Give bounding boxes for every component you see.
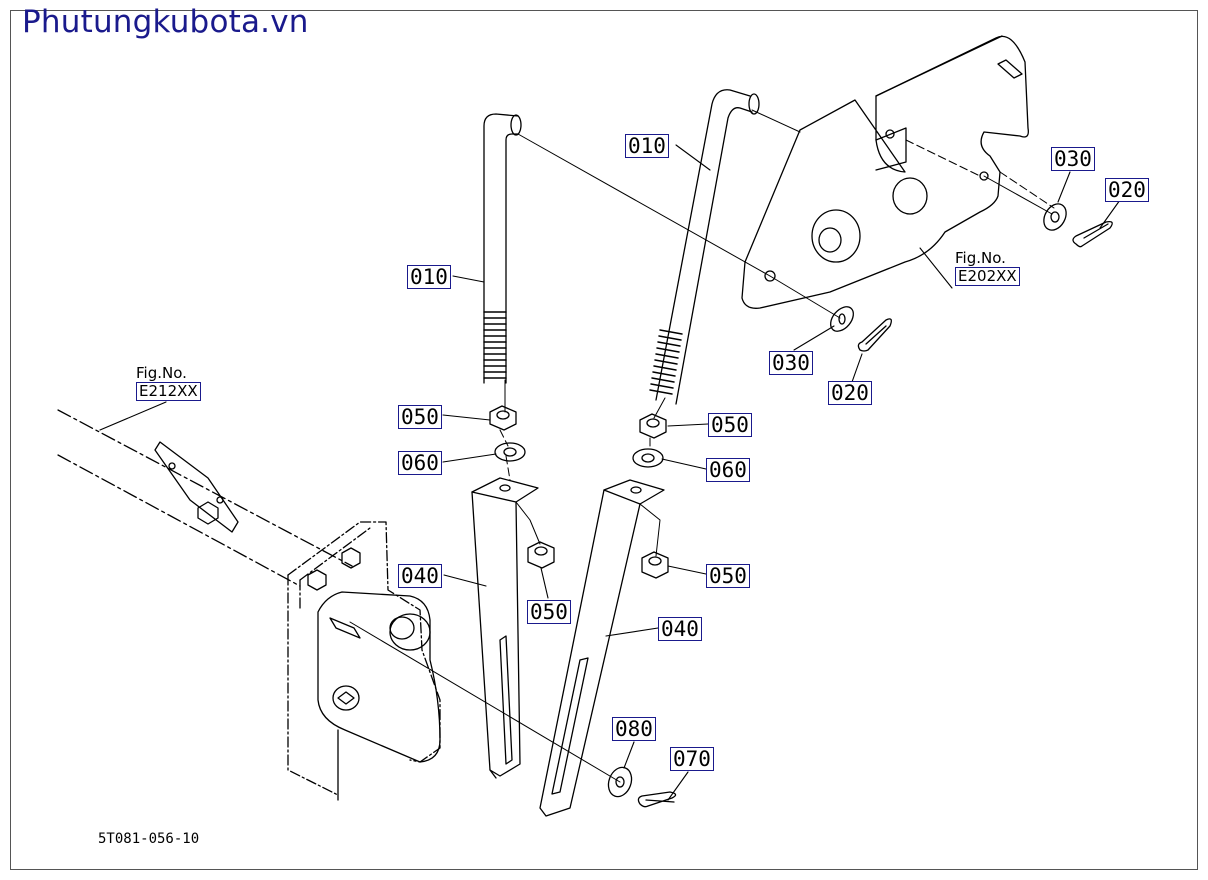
washer-mid — [830, 306, 854, 332]
clip-pin-bottom — [637, 791, 677, 808]
drawing-code: 5T081-056-10 — [98, 831, 200, 847]
clip-pin-top-right — [1072, 220, 1113, 248]
assembly-lines — [349, 109, 1053, 783]
brand-watermark: Phutungkubota.vn — [22, 4, 309, 40]
part-label-pin-mid[interactable]: 020 — [828, 381, 872, 405]
figure-ref-code: E202XX — [955, 267, 1020, 286]
figure-ref-no: Fig.No. — [136, 364, 187, 382]
clip-pin-mid — [857, 318, 892, 352]
figure-ref-no: Fig.No. — [955, 249, 1006, 267]
figure-ref-e202xx[interactable]: Fig.No. E202XX — [955, 250, 1020, 286]
part-label-rod-right[interactable]: 010 — [625, 134, 669, 158]
nut-left-lower — [527, 541, 555, 569]
lever-mount-bracket — [287, 521, 441, 796]
lever-plate — [317, 591, 441, 801]
part-label-pin-bottom[interactable]: 070 — [670, 747, 714, 771]
nut-left-upper — [489, 405, 517, 431]
part-label-washer-right[interactable]: 060 — [706, 458, 750, 482]
nut-right-upper — [639, 413, 667, 439]
washer-bottom — [607, 766, 633, 798]
part-label-nut-right-lower[interactable]: 050 — [706, 564, 750, 588]
shaft-reference-e212xx — [57, 409, 353, 587]
washer-top-right — [1043, 203, 1067, 231]
part-label-nut-right-upper[interactable]: 050 — [708, 413, 752, 437]
part-label-pin-top-right[interactable]: 020 — [1105, 178, 1149, 202]
rod-right — [649, 89, 760, 405]
adjuster-bracket-right — [539, 479, 665, 817]
bracket-nuts — [307, 547, 361, 591]
drawing-frame — [10, 10, 1198, 870]
adjuster-bracket-left — [471, 477, 539, 779]
figure-ref-code: E212XX — [136, 382, 201, 401]
washer-left — [494, 442, 526, 462]
part-label-washer-mid[interactable]: 030 — [769, 351, 813, 375]
part-label-nut-left-lower[interactable]: 050 — [527, 600, 571, 624]
part-label-bracket-left[interactable]: 040 — [398, 564, 442, 588]
part-label-washer-left[interactable]: 060 — [398, 451, 442, 475]
washer-right — [632, 448, 664, 468]
part-label-nut-left-upper[interactable]: 050 — [398, 405, 442, 429]
shaft-plate-small — [154, 441, 239, 533]
leader-lines — [99, 144, 1121, 801]
part-label-washer-top-right[interactable]: 030 — [1051, 147, 1095, 171]
part-label-bracket-right[interactable]: 040 — [658, 617, 702, 641]
part-label-rod-left[interactable]: 010 — [407, 265, 451, 289]
rod-left — [483, 113, 522, 384]
nut-right-lower — [641, 551, 669, 579]
upper-support-plate — [741, 35, 1029, 309]
figure-ref-e212xx[interactable]: Fig.No. E212XX — [136, 365, 201, 401]
hidden-lines — [499, 139, 1055, 481]
part-label-washer-bottom[interactable]: 080 — [612, 717, 656, 741]
